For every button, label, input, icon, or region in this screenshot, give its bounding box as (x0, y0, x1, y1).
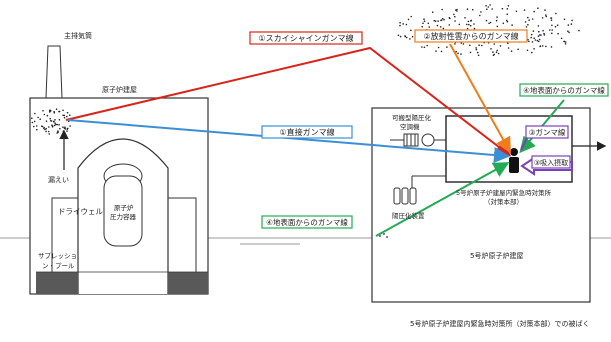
portable-filter-label-1: 可搬型陽圧化 (392, 113, 432, 122)
ground-surface-label: ④地表面からのガンマ線 (266, 217, 348, 227)
rpv-label-1: 原子炉 (114, 203, 134, 212)
emergency-room-label-1: 5号炉原子炉建屋内緊急時対策所 (456, 188, 552, 197)
pressurizer-label: 陽圧化装置 (392, 211, 425, 220)
pressurizer-cylinder (393, 187, 401, 205)
ground-surface-label-box (261, 215, 353, 229)
drywell-label: ドライウェル (58, 207, 103, 216)
unit5-building-label: 5号炉原子炉建屋 (470, 251, 523, 260)
suppression-pool-right (168, 272, 196, 294)
ground-deposit-arrow (519, 99, 565, 154)
skyshine-label: ①スカイシャインガンマ線 (258, 33, 353, 43)
emergency-room-label-2: （対策本部） (484, 197, 523, 206)
indoor-gamma-label-box (525, 125, 569, 139)
direct-label: ①直接ガンマ線 (279, 127, 334, 137)
inhalation-label-box (531, 155, 571, 169)
suppression-label-2: ン・プール (42, 262, 75, 270)
stack-label: 主排気筒 (64, 31, 92, 40)
cloud-label-box (414, 29, 528, 43)
rpv-label-2: 圧力容器 (110, 212, 137, 221)
skyshine-label-box (249, 31, 363, 45)
fan-icon (421, 133, 435, 147)
reactor-pressure-vessel (103, 175, 143, 247)
suppression-label-1: サプレッショ (38, 252, 77, 260)
direct-label-box (261, 125, 353, 139)
portable-filter-label-2: 空調機 (400, 122, 420, 131)
indoor-gamma-label: ③ガンマ線 (529, 127, 566, 137)
plume-dots (31, 108, 71, 135)
ground-surface-arrow (375, 162, 510, 237)
inhalation-label: ③吸入摂取 (534, 158, 568, 167)
ground-deposit-label: ④地表面からのガンマ線 (523, 85, 605, 95)
cloud-label: ②放射性雲からのガンマ線 (423, 31, 518, 41)
exhaust-stack (45, 45, 63, 99)
person-icon (510, 148, 518, 156)
leak-label: 漏えい (48, 175, 69, 184)
suppression-pool-left (52, 272, 78, 294)
ground-deposit-label-box (519, 83, 609, 97)
cloud-arrow (449, 43, 511, 154)
ground-deposit (379, 233, 388, 238)
caption: 5号炉原子炉建屋内緊急時対策所（対策本部）での被ばく (410, 319, 589, 328)
skyshine-arrow (65, 46, 512, 157)
reactor-building-label: 原子炉建屋 (102, 85, 137, 94)
